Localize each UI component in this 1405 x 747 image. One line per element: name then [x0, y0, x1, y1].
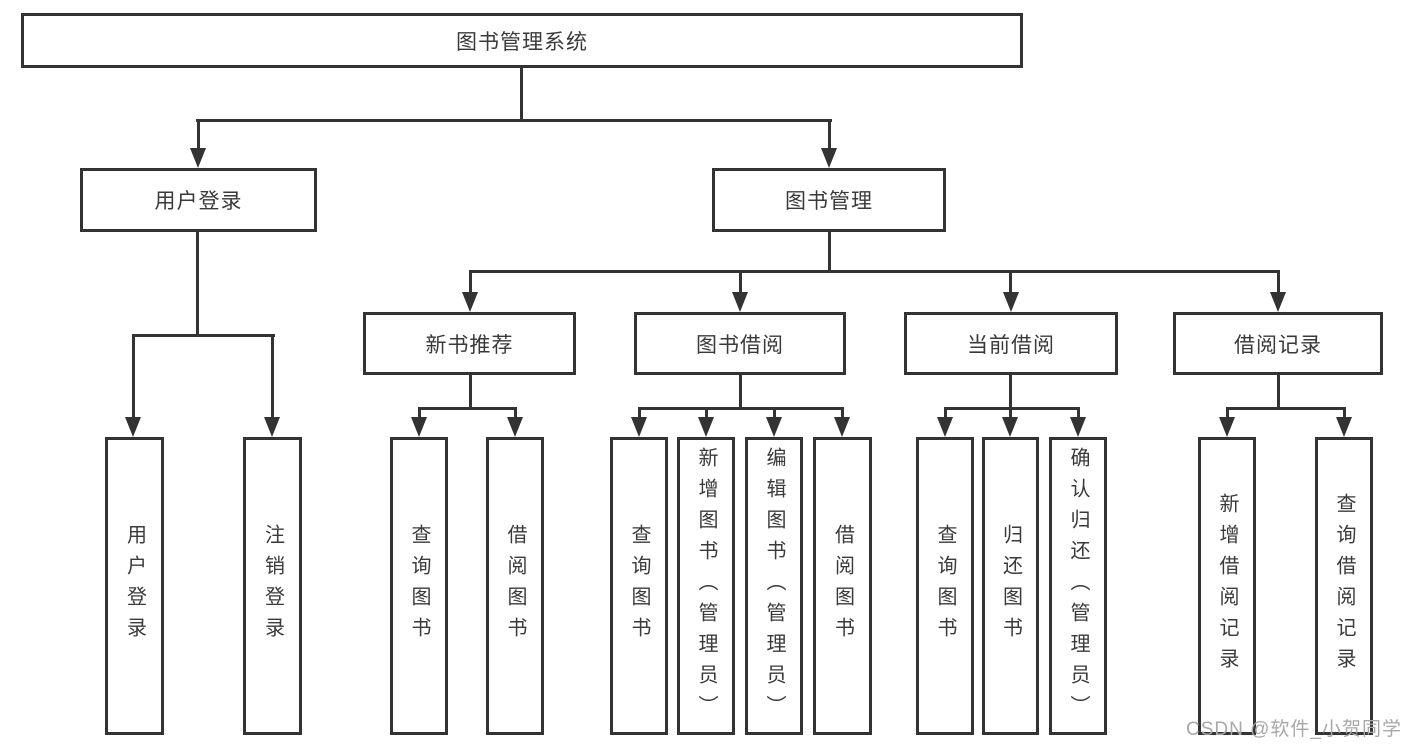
node-label: 当前借阅 — [967, 333, 1055, 357]
arrow-down-icon — [264, 417, 280, 437]
connector-line — [520, 68, 523, 122]
node-label: 用户登录 — [154, 190, 243, 213]
node-leaf-return-book: 归还图书 — [982, 437, 1039, 735]
connector-line — [196, 232, 199, 337]
node-leaf-query-book-3: 查询图书 — [916, 437, 974, 735]
arrow-down-icon — [1002, 417, 1018, 437]
connector-line — [828, 232, 831, 273]
node-book-borrow: 图书借阅 — [634, 312, 846, 375]
connector-line — [828, 119, 831, 150]
arrow-down-icon — [462, 292, 478, 312]
connector-line — [1077, 407, 1080, 418]
arrow-down-icon — [1003, 292, 1019, 312]
connector-line — [1226, 407, 1229, 418]
connector-line — [1009, 270, 1012, 293]
arrow-down-icon — [698, 417, 714, 437]
connector-line — [944, 407, 947, 418]
connector-line — [739, 375, 742, 410]
node-label: 新增图书（管理员） — [695, 446, 717, 726]
node-leaf-add-record: 新增借阅记录 — [1198, 437, 1256, 735]
arrow-down-icon — [190, 148, 206, 168]
connector-line — [132, 334, 275, 337]
node-root: 图书管理系统 — [21, 13, 1023, 68]
node-label: 查询图书 — [408, 524, 430, 648]
node-leaf-borrow-book-1: 借阅图书 — [486, 437, 544, 735]
connector-line — [418, 407, 517, 410]
arrow-down-icon — [834, 417, 850, 437]
node-book-mgmt: 图书管理 — [712, 168, 946, 232]
node-leaf-borrow-book-2: 借阅图书 — [813, 437, 872, 735]
connector-line — [196, 119, 832, 122]
node-label: 新书推荐 — [425, 333, 514, 357]
connector-line — [1009, 375, 1012, 410]
node-label: 查询借阅记录 — [1333, 493, 1355, 679]
node-label: 注销登录 — [261, 524, 284, 648]
connector-line — [1277, 375, 1280, 410]
connector-line — [773, 407, 776, 418]
connector-line — [1277, 270, 1280, 293]
connector-line — [418, 407, 421, 418]
node-leaf-confirm-return: 确认归还（管理员） — [1049, 437, 1107, 735]
node-label: 图书管理系统 — [456, 30, 588, 54]
connector-line — [197, 119, 200, 150]
node-user-login: 用户登录 — [80, 168, 317, 232]
connector-line — [841, 407, 844, 418]
arrow-down-icon — [1070, 417, 1086, 437]
node-leaf-query-book-2: 查询图书 — [610, 437, 668, 735]
connector-line — [469, 270, 472, 293]
node-label: 查询图书 — [934, 524, 956, 648]
arrow-down-icon — [732, 292, 748, 312]
arrow-down-icon — [821, 148, 837, 168]
connector-line — [469, 270, 1280, 273]
node-label: 借阅图书 — [504, 524, 526, 648]
watermark: CSDN @软件_小贺同学 — [1186, 719, 1402, 740]
connector-line — [739, 270, 742, 293]
arrow-down-icon — [631, 417, 647, 437]
node-leaf-edit-book: 编辑图书（管理员） — [745, 437, 803, 735]
node-current-borrow: 当前借阅 — [904, 312, 1118, 375]
node-leaf-add-book: 新增图书（管理员） — [677, 437, 735, 735]
node-label: 查询图书 — [628, 524, 650, 648]
node-label: 确认归还（管理员） — [1067, 446, 1089, 726]
node-leaf-query-record: 查询借阅记录 — [1315, 437, 1373, 735]
arrow-down-icon — [507, 417, 523, 437]
connector-line — [638, 407, 844, 410]
connector-line — [132, 334, 135, 418]
node-label: 借阅记录 — [1234, 333, 1322, 357]
node-label: 图书借阅 — [696, 333, 784, 357]
node-new-book-rec: 新书推荐 — [363, 312, 576, 375]
connector-line — [705, 407, 708, 418]
connector-line — [469, 375, 472, 410]
node-label: 借阅图书 — [831, 524, 854, 648]
arrow-down-icon — [1270, 292, 1286, 312]
arrow-down-icon — [937, 417, 953, 437]
node-leaf-logout: 注销登录 — [243, 437, 302, 735]
arrow-down-icon — [125, 417, 141, 437]
arrow-down-icon — [411, 417, 427, 437]
arrow-down-icon — [766, 417, 782, 437]
connector-line — [1226, 407, 1346, 410]
arrow-down-icon — [1336, 417, 1352, 437]
connector-line — [944, 407, 1080, 410]
connector-line — [514, 407, 517, 418]
node-label: 用户登录 — [123, 524, 146, 648]
connector-line — [638, 407, 641, 418]
node-label: 新增借阅记录 — [1216, 493, 1238, 679]
node-borrow-record: 借阅记录 — [1173, 312, 1383, 375]
node-leaf-user-login: 用户登录 — [105, 437, 164, 735]
connector-line — [271, 334, 274, 418]
connector-line — [1343, 407, 1346, 418]
arrow-down-icon — [1219, 417, 1235, 437]
node-label: 图书管理 — [785, 190, 873, 213]
node-leaf-query-book-1: 查询图书 — [390, 437, 448, 735]
node-label: 归还图书 — [999, 524, 1022, 648]
connector-line — [1009, 407, 1012, 418]
node-label: 编辑图书（管理员） — [763, 446, 785, 726]
